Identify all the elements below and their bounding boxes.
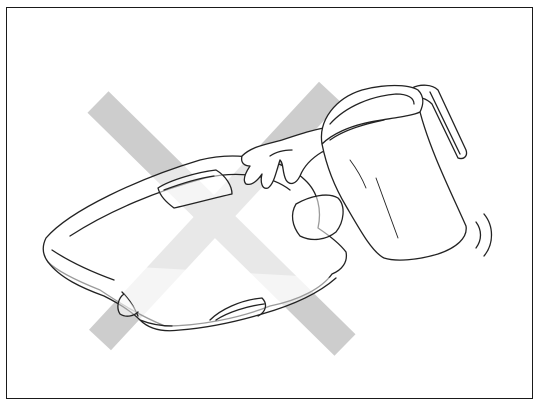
vibration-lines-icon (476, 214, 492, 256)
pitcher-pouring-icon (321, 85, 466, 260)
